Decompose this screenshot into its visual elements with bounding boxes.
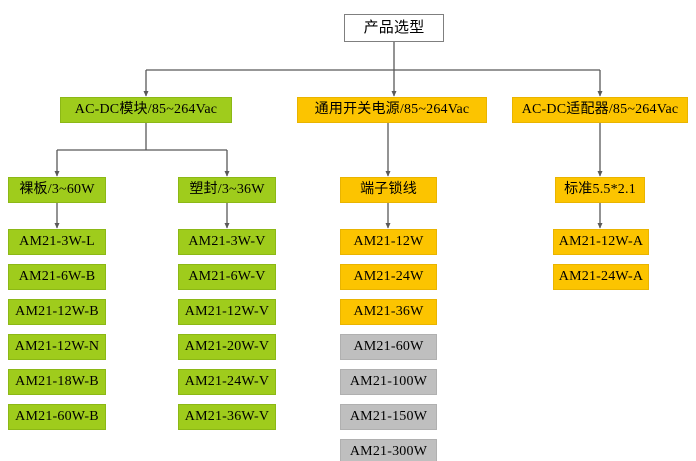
node-product-am21-60w[interactable]: AM21-60W bbox=[340, 334, 437, 360]
node-level2-acdc-adapter[interactable]: AC-DC适配器/85~264Vac bbox=[512, 97, 688, 123]
node-root[interactable]: 产品选型 bbox=[344, 14, 444, 42]
node-product-am21-18w-b[interactable]: AM21-18W-B bbox=[8, 369, 106, 395]
node-product-am21-36w-v[interactable]: AM21-36W-V bbox=[178, 404, 276, 430]
node-product-am21-6w-v[interactable]: AM21-6W-V bbox=[178, 264, 276, 290]
node-product-am21-12w-v[interactable]: AM21-12W-V bbox=[178, 299, 276, 325]
node-product-am21-24w-a[interactable]: AM21-24W-A bbox=[553, 264, 649, 290]
node-product-am21-3w-v[interactable]: AM21-3W-V bbox=[178, 229, 276, 255]
node-product-am21-36w[interactable]: AM21-36W bbox=[340, 299, 437, 325]
node-product-am21-300w[interactable]: AM21-300W bbox=[340, 439, 437, 461]
node-category-standard-barrel[interactable]: 标准5.5*2.1 bbox=[555, 177, 645, 203]
node-product-am21-6w-b[interactable]: AM21-6W-B bbox=[8, 264, 106, 290]
node-product-am21-12w-b[interactable]: AM21-12W-B bbox=[8, 299, 106, 325]
node-category-terminal-lock-wire[interactable]: 端子锁线 bbox=[340, 177, 437, 203]
node-product-am21-100w[interactable]: AM21-100W bbox=[340, 369, 437, 395]
node-product-am21-12w[interactable]: AM21-12W bbox=[340, 229, 437, 255]
node-product-am21-20w-v[interactable]: AM21-20W-V bbox=[178, 334, 276, 360]
node-product-am21-3w-l[interactable]: AM21-3W-L bbox=[8, 229, 106, 255]
node-product-am21-12w-n[interactable]: AM21-12W-N bbox=[8, 334, 106, 360]
node-level2-universal-switching-supply[interactable]: 通用开关电源/85~264Vac bbox=[297, 97, 487, 123]
node-product-am21-60w-b[interactable]: AM21-60W-B bbox=[8, 404, 106, 430]
node-category-encapsulated[interactable]: 塑封/3~36W bbox=[178, 177, 276, 203]
node-product-am21-24w-v[interactable]: AM21-24W-V bbox=[178, 369, 276, 395]
node-product-am21-24w[interactable]: AM21-24W bbox=[340, 264, 437, 290]
node-category-naked-board[interactable]: 裸板/3~60W bbox=[8, 177, 106, 203]
node-level2-acdc-module[interactable]: AC-DC模块/85~264Vac bbox=[60, 97, 232, 123]
node-product-am21-12w-a[interactable]: AM21-12W-A bbox=[553, 229, 649, 255]
node-product-am21-150w[interactable]: AM21-150W bbox=[340, 404, 437, 430]
